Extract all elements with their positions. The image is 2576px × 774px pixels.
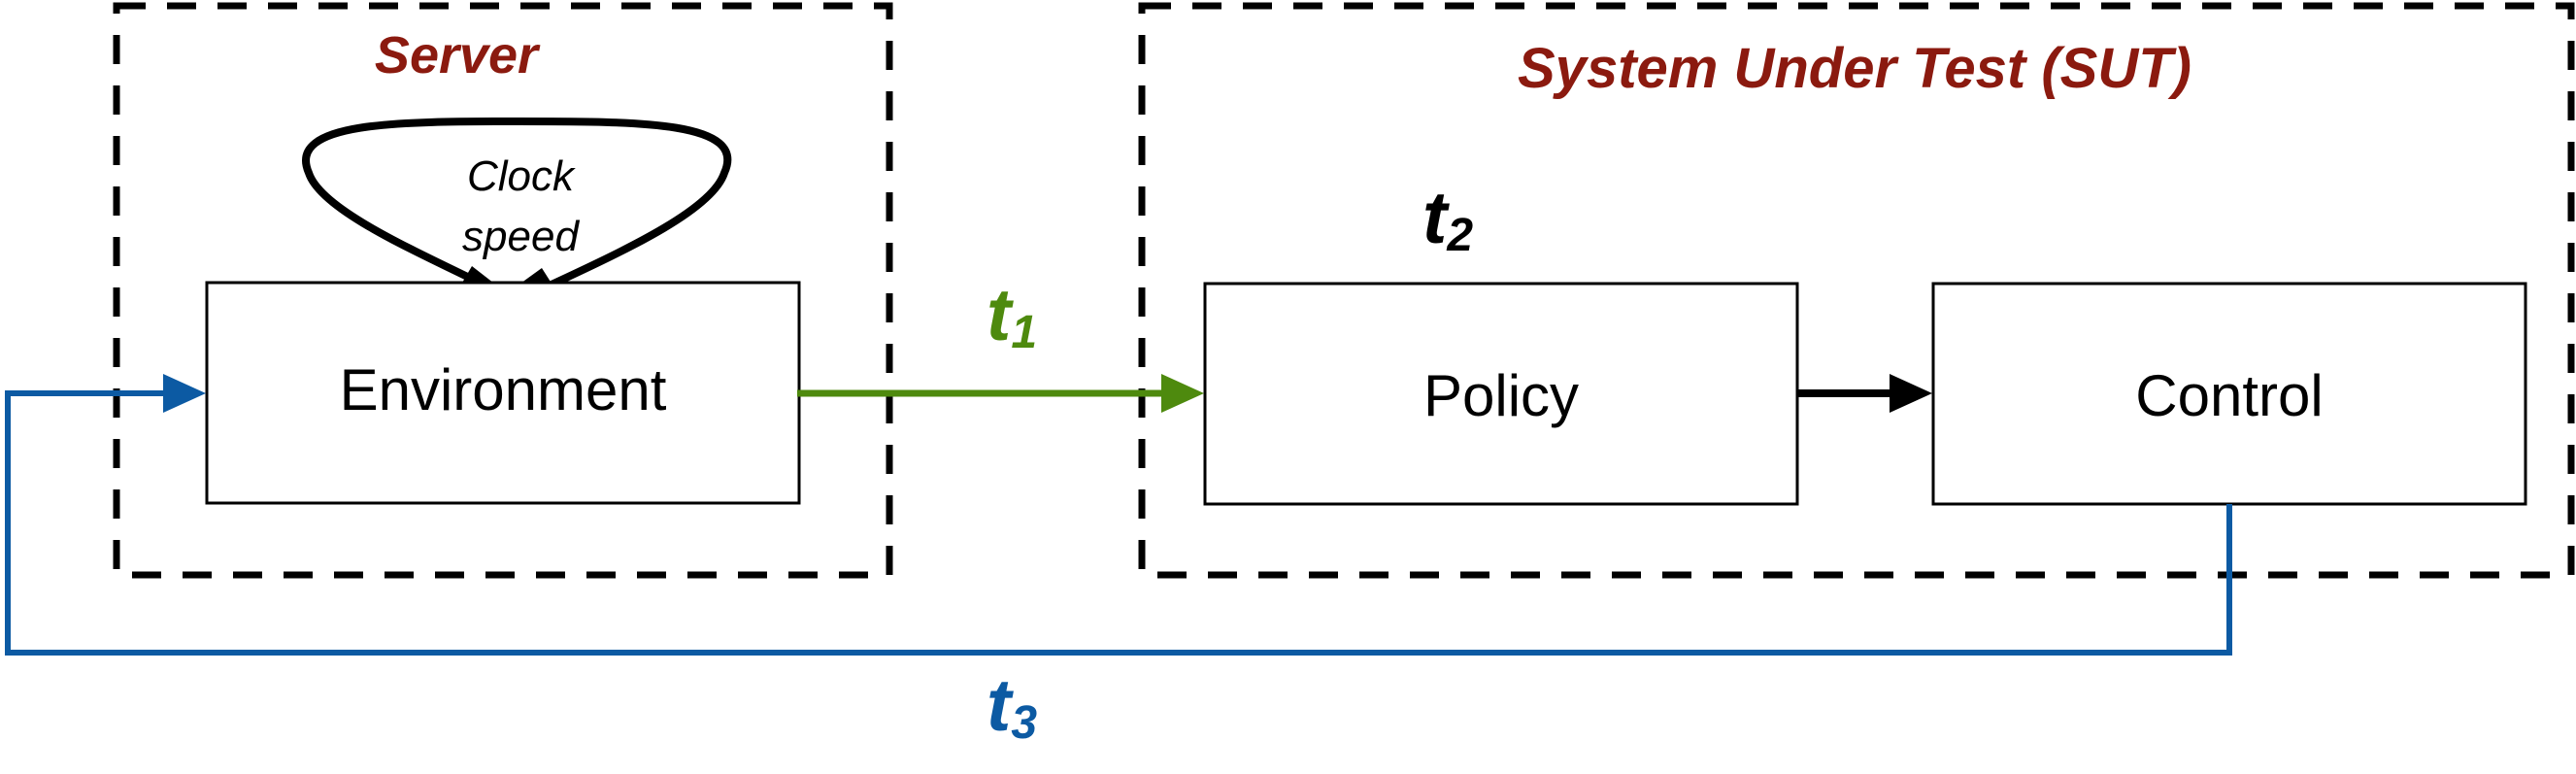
timing-t2-label: t2 (1422, 177, 1473, 261)
control-box (1931, 282, 2527, 506)
server-group-title: Server (375, 26, 541, 84)
environment-box (205, 281, 801, 505)
timing-t2-base: t (1422, 177, 1450, 259)
timing-t1-sub: 1 (1011, 307, 1037, 358)
timing-t2-sub: 2 (1446, 210, 1473, 261)
arrowhead-to-environment (163, 374, 206, 413)
timing-t3-label: t3 (987, 664, 1037, 749)
timing-t1-label: t1 (987, 274, 1037, 358)
clock-speed-label-line1: Clock (467, 152, 576, 200)
clock-speed-loop (302, 117, 732, 288)
timing-t1-base: t (987, 274, 1014, 356)
control-label: Control (2135, 363, 2323, 428)
server-group-boundary (113, 2, 893, 579)
sut-group-boundary (1138, 2, 2575, 579)
policy-box (1203, 282, 1799, 506)
timing-t3-base: t (987, 664, 1014, 747)
environment-label: Environment (340, 357, 667, 422)
edge-control-to-environment (5, 390, 2232, 656)
timing-t3-sub: 3 (1011, 697, 1037, 749)
clock-speed-label-line2: speed (462, 213, 580, 260)
sut-group-title: System Under Test (SUT) (1518, 37, 2191, 100)
arrowhead-to-policy (1161, 374, 1204, 413)
arrowhead-to-control (1890, 374, 1932, 413)
policy-label: Policy (1423, 363, 1579, 428)
